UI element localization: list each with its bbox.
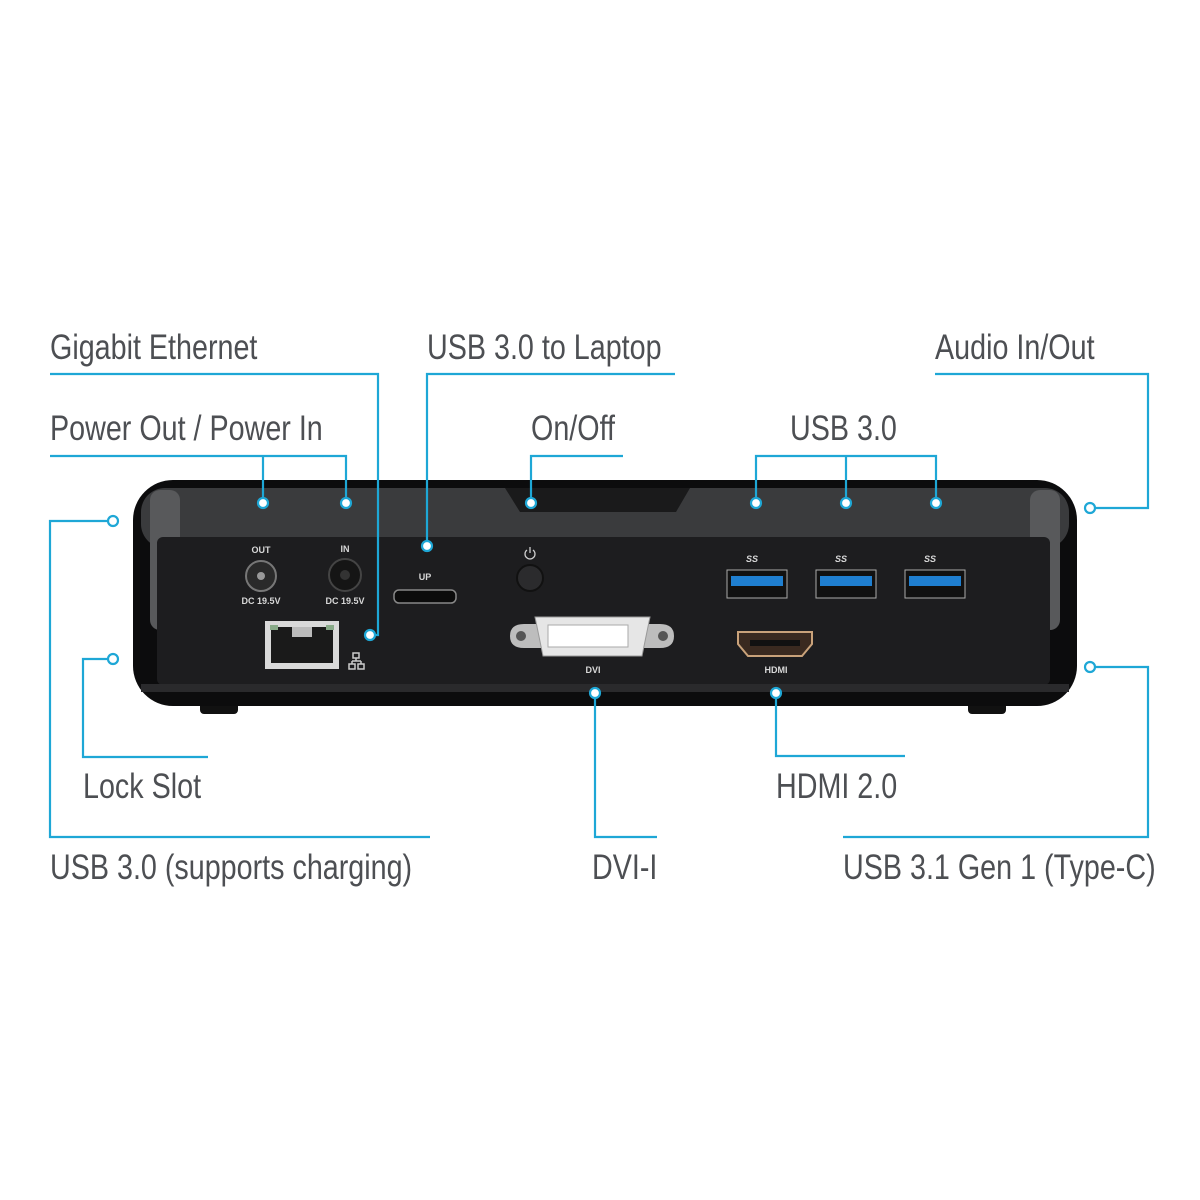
label-usb30: USB 3.0	[790, 409, 897, 448]
ss-usb-logo-2: SS	[835, 554, 847, 564]
line-power	[50, 454, 348, 497]
usb-a-ports	[726, 569, 966, 599]
network-icon	[348, 652, 365, 670]
hdmi-label: HDMI	[765, 665, 788, 675]
ethernet-port	[265, 621, 339, 669]
line-lock	[81, 657, 208, 759]
ss-usb-logo-1: SS	[746, 554, 758, 564]
hdmi-port	[737, 631, 813, 657]
power-out-port	[245, 560, 277, 592]
line-hdmi	[774, 699, 905, 758]
label-hdmi: HDMI 2.0	[776, 767, 898, 806]
label-audio: Audio In/Out	[935, 328, 1095, 367]
callout-dots	[106, 496, 1097, 700]
line-audio	[935, 372, 1150, 510]
line-usbc	[843, 665, 1150, 839]
callout-lines	[48, 372, 1150, 839]
dc-out-label: DC 19.5V	[241, 596, 280, 606]
line-onoff	[529, 454, 623, 497]
label-usbc: USB 3.1 Gen 1 (Type-C)	[843, 848, 1156, 887]
label-onoff: On/Off	[531, 409, 616, 448]
line-usb-to-laptop	[425, 372, 675, 540]
label-lock-slot: Lock Slot	[83, 767, 202, 806]
up-label: UP	[419, 572, 432, 582]
power-in-port	[328, 558, 362, 592]
label-usb-to-laptop: USB 3.0 to Laptop	[427, 328, 662, 367]
line-usb-charging	[48, 519, 430, 839]
label-power: Power Out / Power In	[50, 409, 323, 448]
usb-a-port-3	[904, 569, 966, 599]
dc-in-label: DC 19.5V	[325, 596, 364, 606]
usb-a-port-2	[815, 569, 877, 599]
usb-a-port-1	[726, 569, 788, 599]
label-dvi: DVI-I	[592, 848, 658, 887]
usb-micro-b-port	[393, 589, 457, 604]
label-gigabit-ethernet: Gigabit Ethernet	[50, 328, 258, 367]
dvi-port	[510, 616, 674, 657]
in-label: IN	[341, 544, 350, 554]
power-button	[516, 547, 544, 592]
line-usb30	[754, 454, 938, 497]
line-dvi	[593, 699, 657, 839]
label-usb-charging: USB 3.0 (supports charging)	[50, 848, 413, 887]
out-label: OUT	[252, 545, 272, 555]
line-gigabit-ethernet	[50, 372, 380, 637]
dvi-label: DVI	[585, 665, 600, 675]
ss-usb-logo-3: SS	[924, 554, 936, 564]
